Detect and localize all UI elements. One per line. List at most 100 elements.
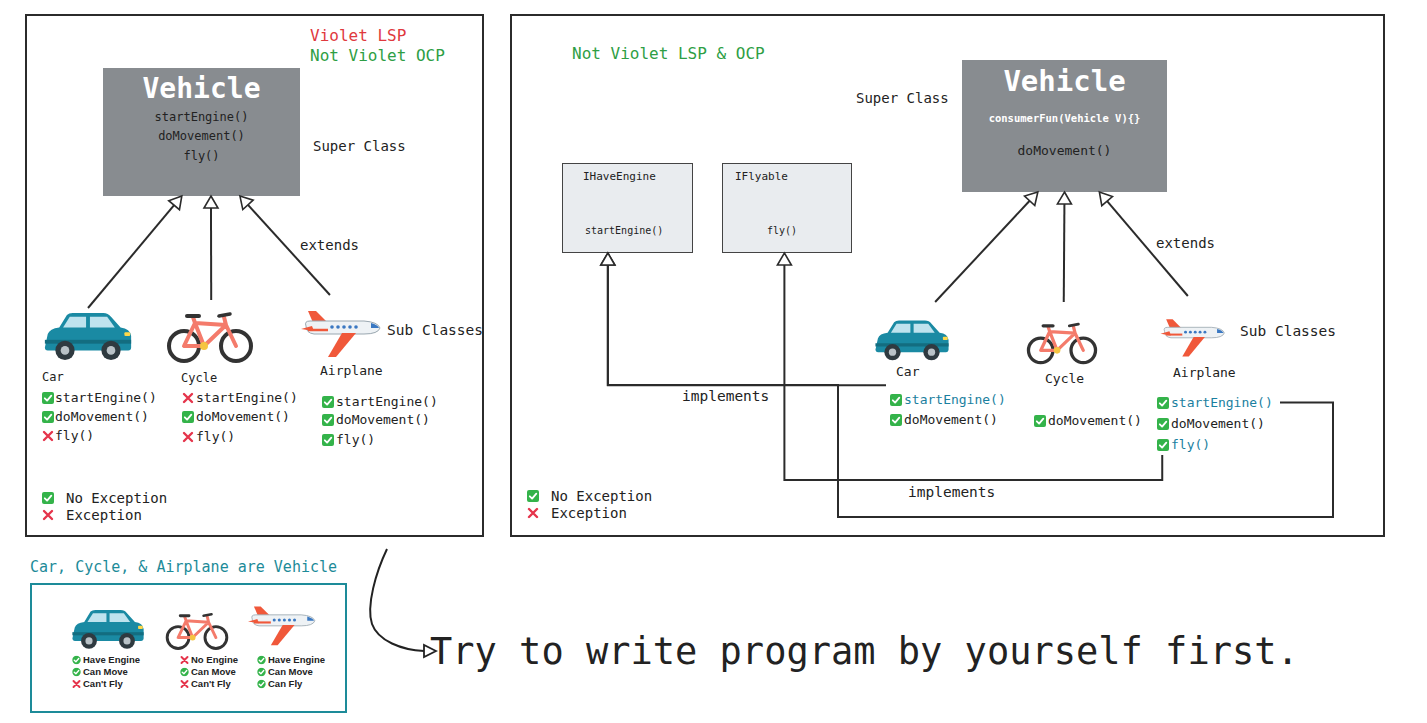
hollow-arrowhead [601, 253, 615, 265]
sub-class-group: Car startEngine() doMovement() [886, 302, 1012, 430]
method-name: doMovement() [103, 129, 300, 143]
summary-heading: Car, Cycle, & Airplane are Vehicle [30, 558, 337, 576]
hollow-arrowhead [1025, 192, 1038, 206]
class-name: Car [42, 370, 64, 384]
hollow-arrowhead [777, 253, 791, 265]
sub-class-group: AirplanestartEngine()doMovement()fly() [1152, 296, 1280, 455]
check-icon [257, 656, 265, 664]
capability-note: Can't Fly [191, 678, 231, 689]
verdict-note: Not Violet LSP & OCP [572, 44, 765, 63]
legend-label: Exception [66, 507, 142, 524]
capability-note: Can't Fly [83, 678, 123, 689]
sub-class-group: Cycle doMovement() [1025, 302, 1150, 432]
legend-label: Exception [551, 505, 627, 522]
check-icon [322, 434, 334, 446]
capability-note: Can Move [191, 666, 236, 677]
swatch-check [42, 492, 54, 504]
hollow-arrowhead [240, 196, 253, 210]
verdict-note: Not Violet OCP [310, 46, 445, 65]
check-icon [182, 411, 194, 423]
method-name: doMovement() [1171, 416, 1265, 432]
hollow-arrowhead [169, 196, 182, 210]
method-name: doMovement() [196, 409, 290, 425]
check-icon [322, 414, 334, 426]
car-icon [72, 610, 143, 649]
car-icon [45, 313, 131, 360]
method-name: startEngine() [1171, 395, 1273, 411]
class-diagram-panel: Violet LSPNot Violet OCPVehiclestartEngi… [25, 14, 484, 537]
capability-note: Have Engine [268, 654, 325, 665]
car-icon [875, 321, 948, 361]
method-name: doMovement() [962, 143, 1167, 159]
sub-class-group: AirplanestartEngine()doMovement()fly() [298, 295, 440, 455]
capability-note: Have Engine [83, 654, 140, 665]
check-icon [257, 668, 265, 676]
airplane-icon [248, 606, 315, 645]
interface-box: IFlyable fly() [722, 163, 852, 253]
check-icon [42, 411, 54, 423]
class-name: Cycle [1045, 371, 1084, 387]
method-name: startEngine() [103, 110, 300, 124]
legend-label: No Exception [551, 488, 652, 505]
hollow-arrowhead [1057, 192, 1071, 204]
connector [204, 196, 218, 300]
connector [935, 192, 1038, 302]
connector-line [210, 208, 212, 300]
legend-swatch [42, 492, 54, 504]
class-name: Vehicle [962, 64, 1167, 99]
check-icon [257, 680, 265, 688]
method-name: startEngine() [55, 390, 157, 406]
method-name: startEngine() [585, 225, 663, 237]
method-name: doMovement() [336, 412, 430, 428]
airplane-icon [1161, 319, 1225, 356]
sub-class-group: CarstartEngine()doMovement()fly() [38, 308, 160, 448]
method-name: doMovement() [55, 409, 149, 425]
check-icon [72, 656, 80, 664]
connector [1057, 192, 1071, 302]
capability-note: No Engine [191, 654, 238, 665]
role-label: Super Class [856, 90, 949, 107]
role-label: Sub Classes [1240, 323, 1336, 340]
hollow-arrowhead [204, 196, 218, 208]
class-name: Airplane [1173, 365, 1236, 381]
connector [601, 253, 886, 385]
cross-icon [182, 681, 188, 687]
check-stroke [45, 496, 52, 501]
class-name: Car [896, 364, 919, 380]
cross-icon [74, 681, 80, 687]
connector-label: extends [1156, 235, 1215, 252]
method-name: startEngine() [196, 390, 298, 406]
curved-pointer [370, 549, 424, 651]
interface-name: IFlyable [735, 170, 788, 183]
class-name: Cycle [181, 371, 217, 385]
connector [601, 253, 1333, 517]
check-icon [890, 414, 902, 426]
method-name: fly() [336, 432, 375, 448]
legend-cross-icon [529, 509, 537, 517]
capability-note: Can Move [268, 666, 313, 677]
method-name: fly() [767, 225, 797, 237]
interface-box: IHaveEnginestartEngine() [562, 163, 693, 253]
verdict-note: Violet LSP [310, 26, 406, 45]
method-name: startEngine() [904, 392, 1006, 408]
method-name: doMovement() [904, 412, 998, 428]
connector-line [935, 201, 1030, 302]
check-icon [1157, 439, 1169, 451]
method-name: doMovement() [1048, 413, 1142, 429]
connector-label: extends [300, 237, 359, 254]
capability-note: Can Move [83, 666, 128, 677]
cycle-icon [169, 314, 251, 361]
role-label: Super Class [313, 138, 406, 155]
capability-note: Can Fly [268, 678, 302, 689]
summary-box: Car, Cycle, & Airplane are VehicleHave E… [30, 583, 347, 713]
connector-label: implements [682, 388, 769, 405]
check-icon [180, 668, 188, 676]
connector-line [608, 265, 1333, 517]
check-icon [1034, 415, 1046, 427]
cross-icon [184, 433, 192, 441]
role-label: Sub Classes [387, 322, 483, 339]
connector-line [608, 265, 886, 385]
check-icon [1157, 418, 1169, 430]
method-name: consumerFun(Vehicle V){} [962, 112, 1167, 125]
